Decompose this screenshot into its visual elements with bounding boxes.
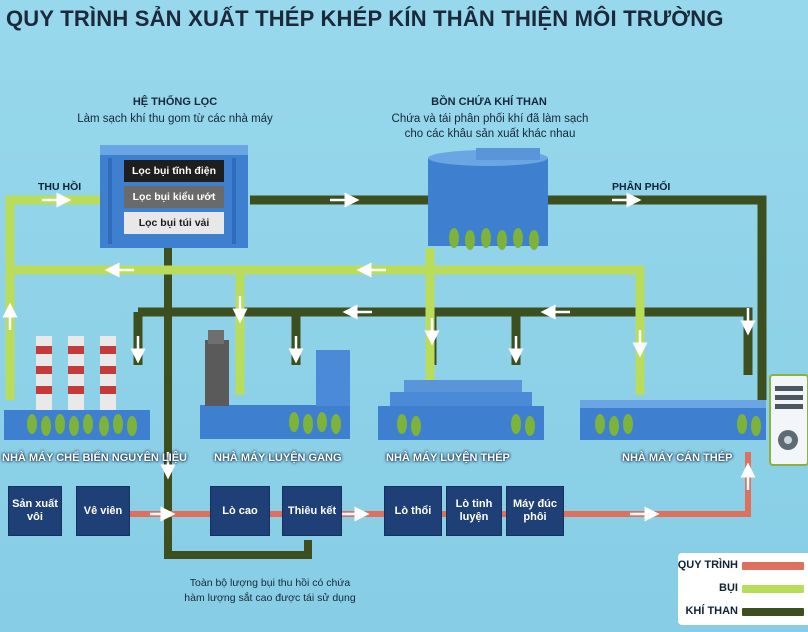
steel-coils [769,374,808,466]
gas-tank-heading: BỒN CHỨA KHÍ THAN [431,96,547,108]
trees [27,228,761,436]
legend-gas-label: KHÍ THAN [685,605,738,617]
plant-rolling-label: NHÀ MÁY CÁN THÉP [622,452,733,464]
plant-steel-label: NHÀ MÁY LUYỆN THÉP [386,452,510,464]
gas-tank-subtitle-2: cho các khâu sản xuất khác nhau [404,128,576,140]
dust-note-2: hàm lượng sắt cao được tái sử dụng [184,592,356,604]
plant-iron-building [200,330,350,439]
legend-gas-swatch [742,608,804,616]
box-converter: Lò thổi [384,486,442,536]
plant-iron-label: NHÀ MÁY LUYỆN GANG [214,452,342,464]
legend-process-swatch [742,562,804,570]
box-casting: Máy đúc phôi [506,486,564,536]
box-blast-furnace: Lò cao [210,486,270,536]
dust-recycle-pipe [164,240,312,559]
gas-tank-subtitle-1: Chứa và tái phân phối khí đã làm sạch [391,113,589,125]
legend-process-label: QUY TRÌNH [677,559,738,571]
filter-row-electrostatic: Lọc bụi tĩnh điện [124,160,224,182]
legend-dust-swatch [742,585,804,593]
filter-row-wet: Lọc bụi kiểu ướt [124,186,224,208]
plant-steel-building [378,380,544,440]
plant-raw-label: NHÀ MÁY CHẾ BIẾN NGUYÊN LIỆU [2,452,187,464]
gas-pipe-return [138,307,753,375]
filter-heading: HỆ THỐNG LỌC [132,96,218,108]
dust-pipe-collect [5,195,100,400]
box-refining: Lò tinh luyện [446,486,502,536]
distribute-label: PHÂN PHỐI [612,181,671,193]
filter-row-bag: Lọc bụi túi vải [124,212,224,234]
box-lime-production: Sản xuất vôi [8,486,62,536]
legend-dust-label: BỤI [719,582,738,594]
box-sintering: Thiêu kết [282,486,342,536]
page-title: QUY TRÌNH SẢN XUẤT THÉP KHÉP KÍN THÂN TH… [6,6,724,31]
collect-label: THU HỒI [38,181,82,193]
dust-note-1: Toàn bộ lượng bụi thu hồi có chứa [189,577,351,589]
flow-arrows [2,192,756,522]
gas-pipe-top [250,195,767,400]
box-pelletizing: Vê viên [76,486,130,536]
chimneys [36,336,116,412]
filter-subtitle: Làm sạch khí thu gom từ các nhà máy [77,113,273,125]
